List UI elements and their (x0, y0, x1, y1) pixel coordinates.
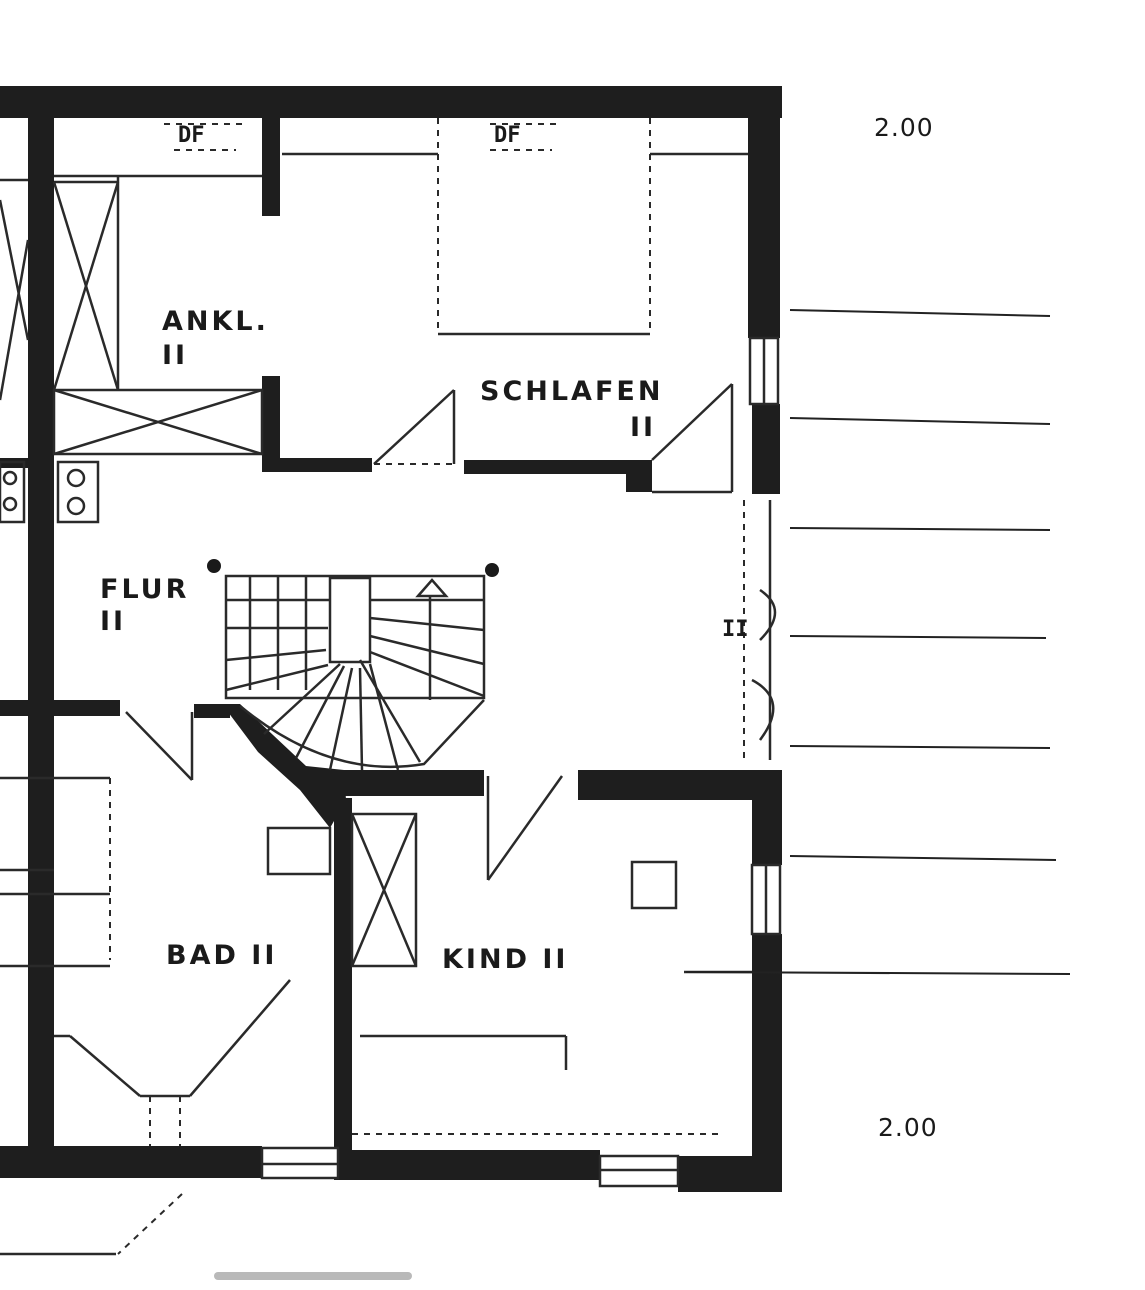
home-indicator[interactable] (214, 1272, 412, 1280)
room-schlafen-floor: II (630, 412, 656, 443)
dimension-top: 2.00 (874, 113, 934, 142)
roof-window-label: DF (178, 123, 205, 148)
leader-line (0, 1193, 183, 1256)
wardrobe (0, 174, 264, 456)
walls (0, 86, 782, 1192)
roof-window-left: DF (164, 123, 244, 151)
openings (260, 336, 782, 1188)
dimension-lines (685, 309, 1071, 975)
staircase (207, 559, 499, 771)
room-bad-name: BAD II (166, 940, 277, 971)
room-flur-name: FLUR (100, 574, 189, 605)
room-ankl-floor: II (162, 340, 188, 371)
corridor-mark: II (722, 617, 749, 642)
roof-window-right: DF (490, 123, 556, 151)
bed (282, 118, 748, 336)
dimension-bottom: 2.00 (878, 1113, 938, 1142)
corridor-opening: II (722, 500, 777, 760)
bathroom-fixtures (0, 460, 332, 1146)
room-schlafen-name: SCHLAFEN (480, 376, 663, 407)
room-ankl-name: ANKL. (162, 306, 269, 337)
room-kind-name: KIND II (442, 944, 568, 975)
roof-window-label: DF (494, 123, 521, 148)
doors (125, 383, 752, 1135)
room-flur-floor: II (100, 606, 126, 637)
